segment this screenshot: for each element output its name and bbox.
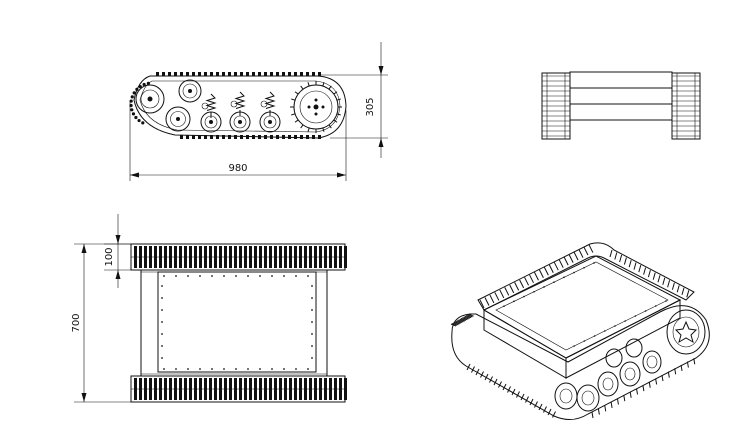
front-view — [541, 71, 701, 140]
dimension-height-label: 305 — [365, 97, 376, 116]
dimension-length-label: 980 — [228, 163, 247, 174]
top-upper-track — [130, 243, 347, 271]
top-lower-track — [130, 375, 347, 403]
dimension-track-width: 100 — [104, 214, 141, 288]
dimension-height: 305 — [320, 42, 388, 158]
iso-hull-side — [483, 309, 567, 379]
side-drive-sprocket — [290, 81, 342, 133]
iso-far-track-teeth — [479, 244, 690, 309]
dimension-track-width-label: 100 — [104, 247, 115, 266]
front-hull — [569, 71, 673, 138]
iso-far-track — [477, 242, 695, 311]
side-road-wheels — [200, 111, 281, 133]
iso-drive-sprocket — [666, 309, 706, 355]
iso-hull-front — [565, 299, 681, 379]
side-front-idler — [135, 84, 165, 114]
side-suspension-springs — [201, 91, 276, 118]
dimension-plan-width-label: 700 — [71, 313, 82, 332]
iso-near-track-teeth — [450, 313, 696, 419]
side-track-teeth — [129, 72, 321, 139]
side-view: 980 305 — [129, 42, 388, 181]
dimension-plan-width: 700 — [71, 243, 131, 403]
dimension-length: 980 — [129, 100, 347, 181]
iso-hull-top — [482, 255, 682, 359]
side-upper-roller — [178, 79, 202, 103]
front-right-track — [671, 72, 701, 140]
iso-wheels — [554, 338, 662, 412]
top-hull — [140, 269, 328, 377]
front-left-track — [541, 72, 571, 140]
iso-near-track — [451, 305, 710, 420]
iso-hull-panel — [495, 261, 669, 351]
isometric-view — [450, 242, 710, 420]
side-lower-idler — [165, 106, 191, 132]
top-view: 700 100 — [71, 214, 347, 403]
